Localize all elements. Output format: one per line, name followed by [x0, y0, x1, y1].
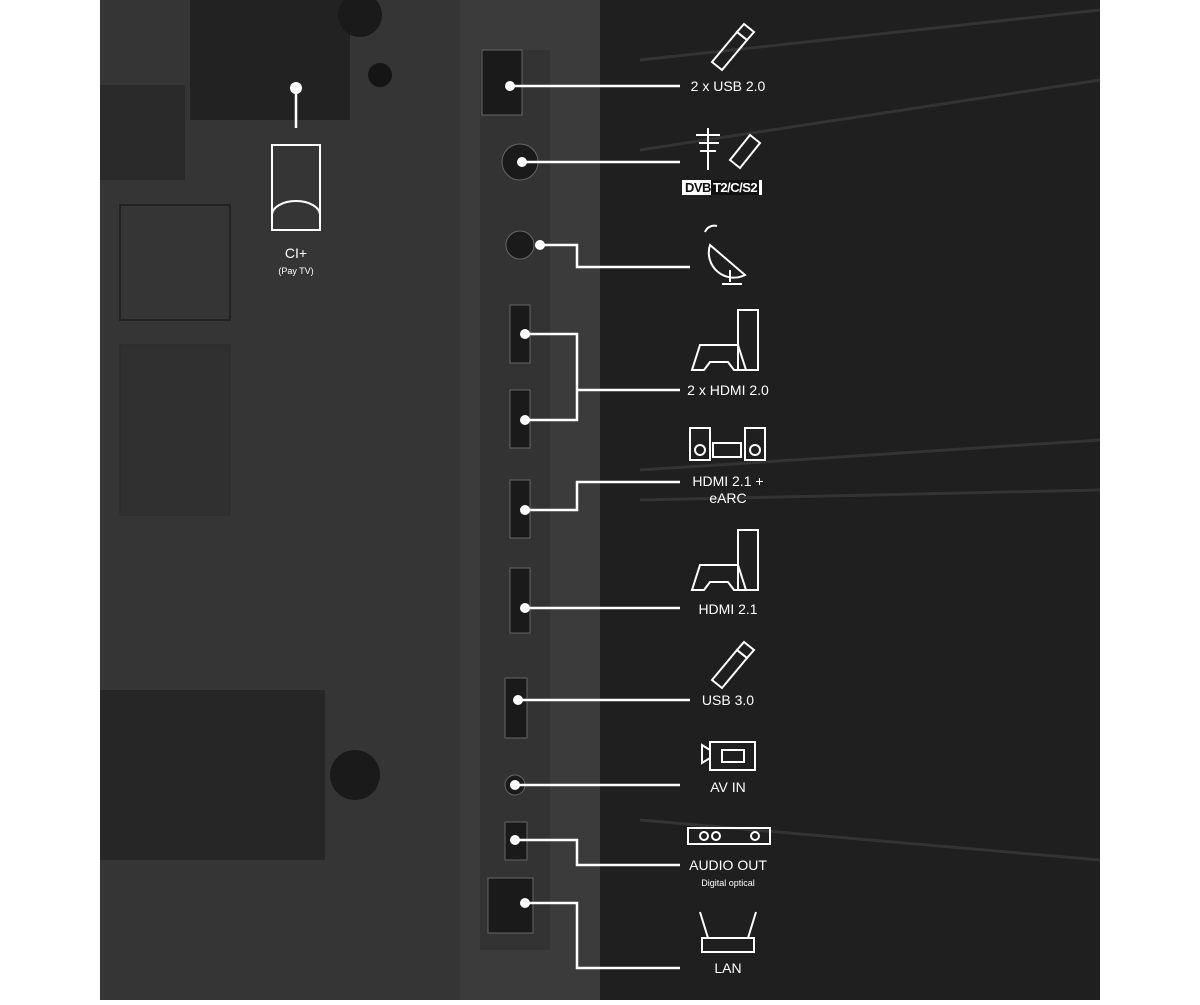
vent-grille-top — [100, 85, 185, 180]
satellite-dish-icon — [704, 224, 747, 285]
usb20-label: 2 x USB 2.0 — [690, 78, 766, 94]
audio-receiver-icon — [687, 827, 771, 845]
usb-stick-icon — [710, 640, 756, 690]
hdmi-earc-label-2: eARC — [709, 490, 747, 506]
game-console-icon — [690, 529, 759, 591]
hdmi20-label: 2 x HDMI 2.0 — [687, 382, 769, 398]
hdmi-earc-label: HDMI 2.1 + — [692, 473, 764, 489]
usb-stick-icon — [710, 22, 756, 72]
usb30-label: USB 3.0 — [701, 692, 755, 708]
antenna-cable-icon — [696, 128, 762, 170]
camcorder-icon — [701, 741, 756, 771]
speakers-soundbar-icon — [689, 427, 766, 461]
game-console-icon — [690, 309, 759, 371]
hdmi21-label: HDMI 2.1 — [698, 601, 758, 617]
ci-sub-label: (Pay TV) — [278, 266, 314, 276]
vent-grille-bottom — [100, 690, 325, 860]
caution-label — [119, 204, 231, 321]
dvb-text: DVB — [685, 180, 711, 195]
dvb-standards: T2/C/S2 — [710, 180, 760, 195]
router-icon — [699, 911, 757, 953]
ci-label: CI+ — [284, 245, 308, 261]
leader-lines — [294, 84, 690, 970]
ci-card-icon — [271, 144, 321, 231]
mount-hole — [330, 750, 380, 800]
lan-label: LAN — [714, 960, 742, 976]
avin-label: AV IN — [710, 779, 746, 795]
audio-out-label: AUDIO OUT — [689, 857, 767, 873]
audio-out-sub-label: Digital optical — [701, 878, 755, 888]
